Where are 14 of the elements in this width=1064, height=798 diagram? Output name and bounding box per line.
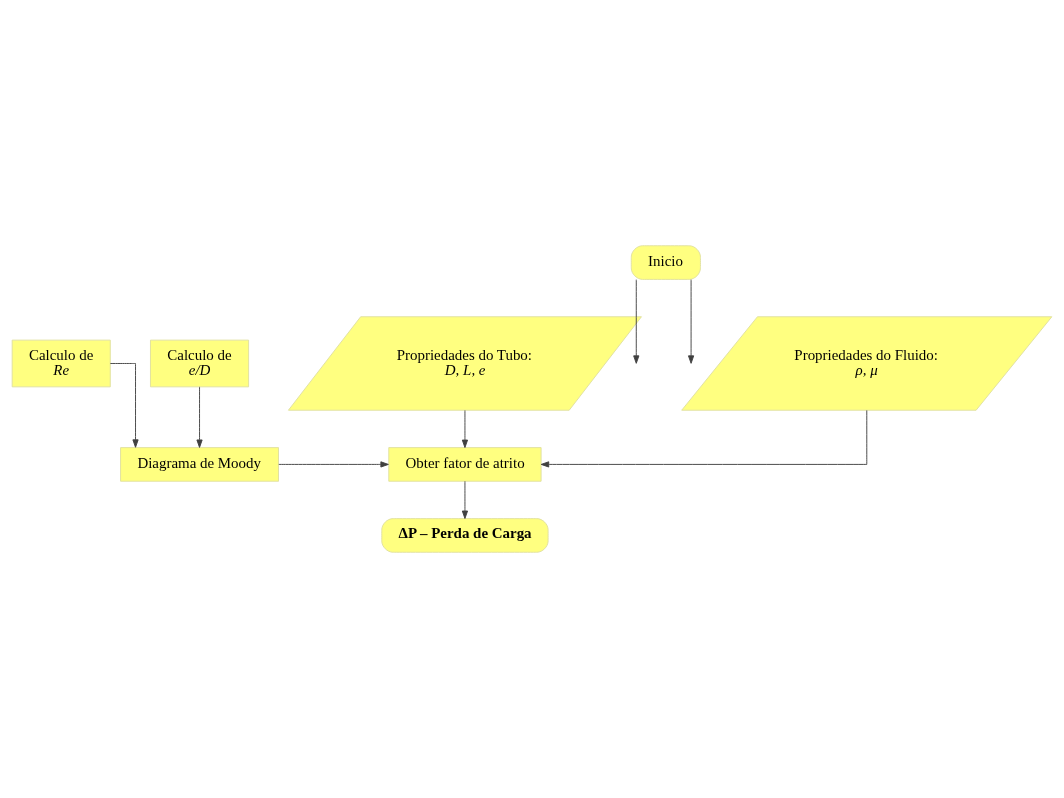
arrow [461,409,469,448]
arrow [688,279,695,364]
arrow [278,461,389,468]
arrow [196,386,203,448]
arrow [633,279,640,364]
node-box: Diagrama de Moody [120,447,279,482]
arrow [540,409,868,468]
node-box: Inicio [630,245,701,280]
arrow [461,480,469,519]
node-box: Obter fator de atrito [388,447,542,482]
node-box: Calculo de e/D [150,339,250,388]
node-box: Calculo de Re [11,339,111,388]
node-box: ΔP – Perda de Carga [381,518,549,553]
arrow [109,363,139,448]
